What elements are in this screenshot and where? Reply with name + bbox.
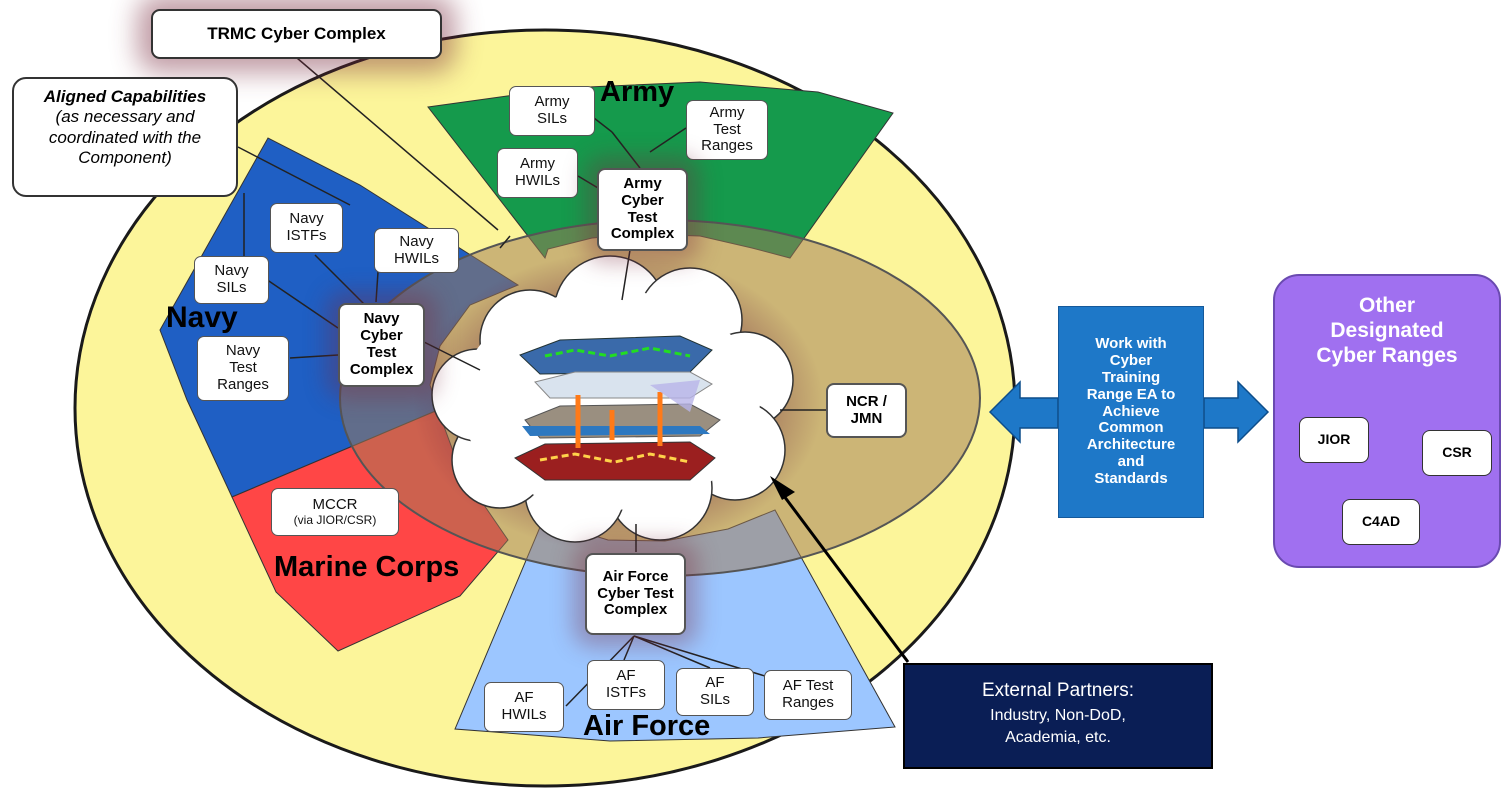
af-sils-box: AF SILs (676, 668, 754, 716)
aligned-capabilities-box: Aligned Capabilities (as necessary and c… (12, 77, 238, 197)
external-arrow (770, 476, 910, 663)
air-force-title: Air Force (583, 710, 711, 742)
navy-hwils-box: Navy HWILs (374, 228, 459, 273)
mccr-box: MCCR (via JIOR/CSR) (271, 488, 399, 536)
csr-box: CSR (1422, 430, 1492, 476)
aligned-capabilities-heading: Aligned Capabilities (43, 87, 207, 106)
navy-title: Navy (166, 301, 238, 334)
network-map-graphic (514, 335, 721, 481)
navy-sils-box: Navy SILs (194, 256, 269, 304)
air-force-cyber-test-complex-box: Air Force Cyber Test Complex (585, 553, 686, 635)
navy-cyber-test-complex-box: Navy Cyber Test Complex (338, 303, 425, 387)
navy-test-ranges-box: Navy Test Ranges (197, 336, 289, 401)
other-cyber-ranges-title: Other Designated Cyber Ranges (1316, 294, 1458, 367)
trmc-label: TRMC Cyber Complex (207, 24, 386, 43)
army-test-ranges-box: Army Test Ranges (686, 100, 768, 160)
af-test-ranges-box: AF Test Ranges (764, 670, 852, 720)
connector-lines (237, 57, 826, 707)
work-with-ea-box: Work with Cyber Training Range EA to Ach… (1058, 306, 1204, 518)
af-hwils-box: AF HWILs (484, 682, 564, 732)
external-partners-box: External Partners: Industry, Non-DoD, Ac… (903, 663, 1213, 769)
navy-istfs-box: Navy ISTFs (270, 203, 343, 253)
c4ad-box: C4AD (1342, 499, 1420, 545)
army-cyber-test-complex-box: Army Cyber Test Complex (597, 168, 688, 251)
army-hwils-box: Army HWILs (497, 148, 578, 198)
af-istfs-box: AF ISTFs (587, 660, 665, 710)
trmc-cyber-complex-box: TRMC Cyber Complex (151, 9, 442, 59)
army-title: Army (600, 76, 675, 108)
army-sils-box: Army SILs (509, 86, 595, 136)
aligned-capabilities-body: (as necessary and coordinated with the C… (48, 107, 202, 168)
external-partners-title: External Partners: (981, 680, 1135, 701)
marine-corps-title: Marine Corps (274, 551, 460, 583)
mccr-note: (via JIOR/CSR) (293, 512, 377, 527)
external-partners-subtitle: Industry, Non-DoD, Academia, etc. (990, 707, 1126, 746)
mccr-label: MCCR (312, 495, 358, 513)
ncr-jmn-box: NCR / JMN (826, 383, 907, 438)
jior-box: JIOR (1299, 417, 1369, 463)
